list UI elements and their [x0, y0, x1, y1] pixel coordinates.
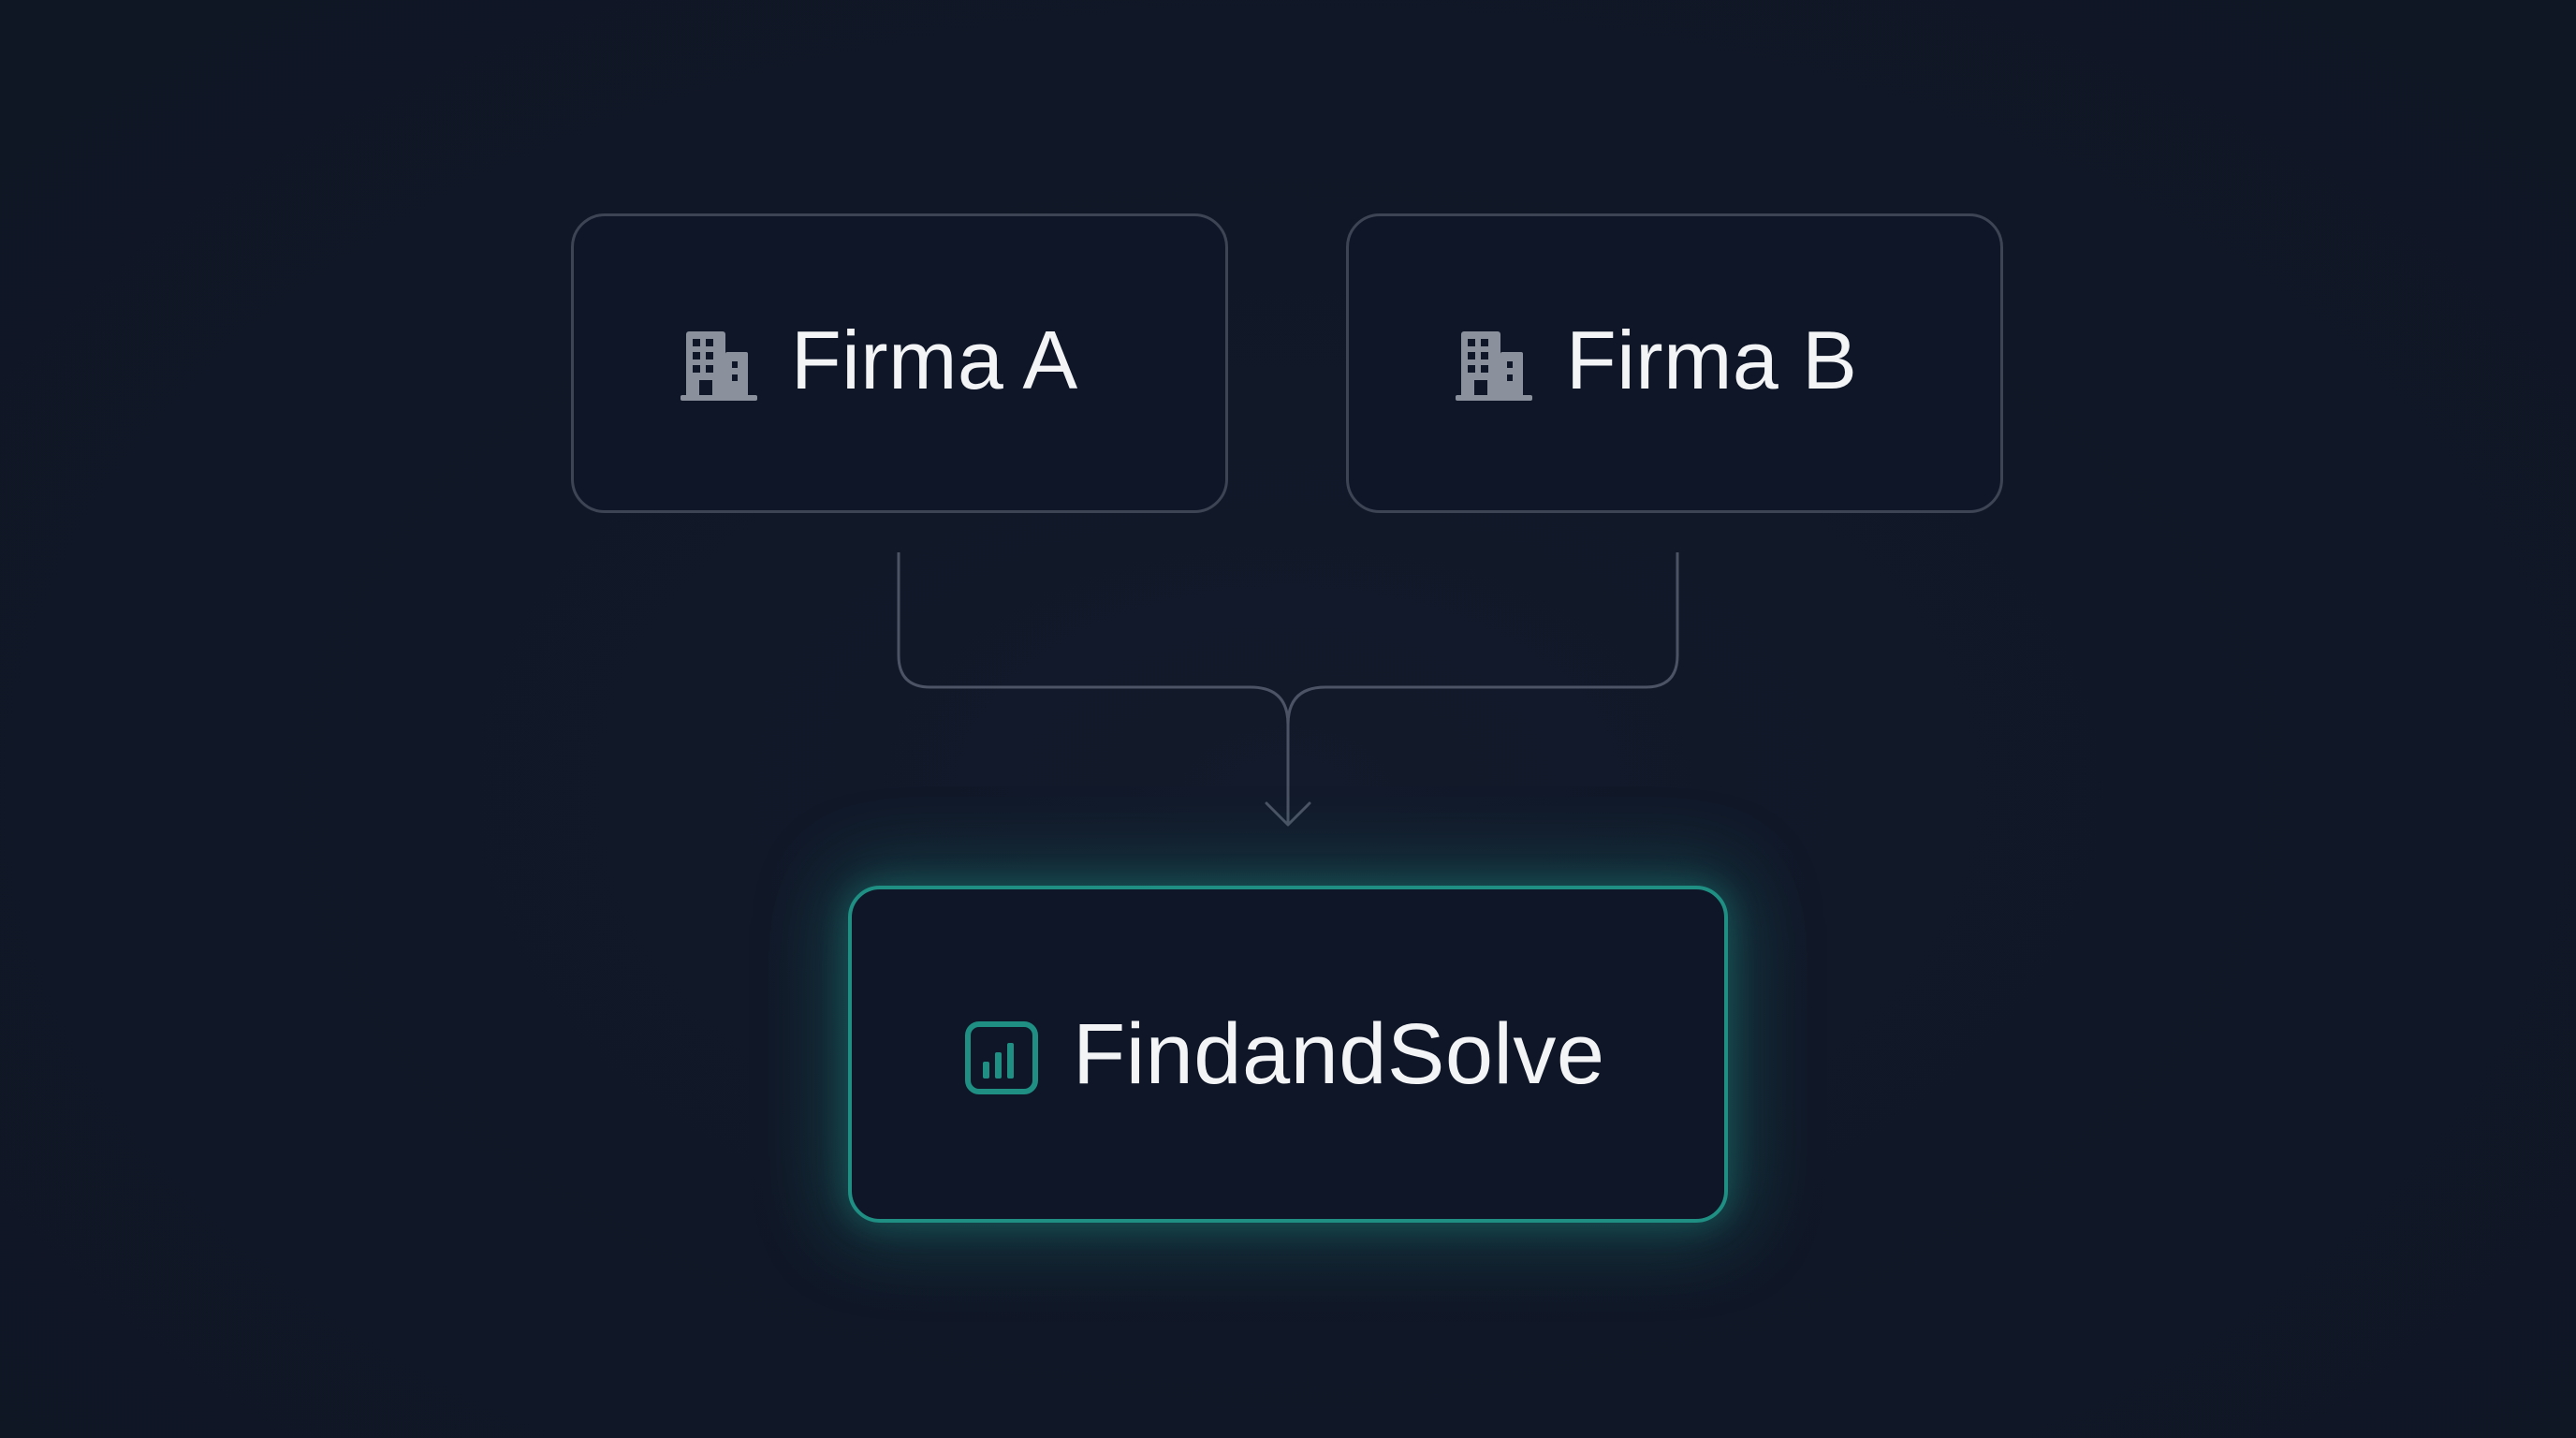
arrowhead	[1265, 801, 1311, 827]
node-label: Firma B	[1566, 314, 1858, 406]
building-icon	[1456, 331, 1532, 401]
node-firma-b[interactable]: Firma B	[1346, 213, 2003, 513]
node-findandsolve[interactable]: FindandSolve	[848, 886, 1728, 1223]
connector-from-firma-b	[1286, 552, 1679, 824]
node-firma-a[interactable]: Firma A	[571, 213, 1228, 513]
node-label: FindandSolve	[1073, 1006, 1605, 1102]
connector-from-firma-a	[897, 552, 1290, 824]
node-label: Firma A	[791, 314, 1078, 406]
building-icon	[681, 331, 757, 401]
bar-chart-icon	[965, 1021, 1038, 1094]
